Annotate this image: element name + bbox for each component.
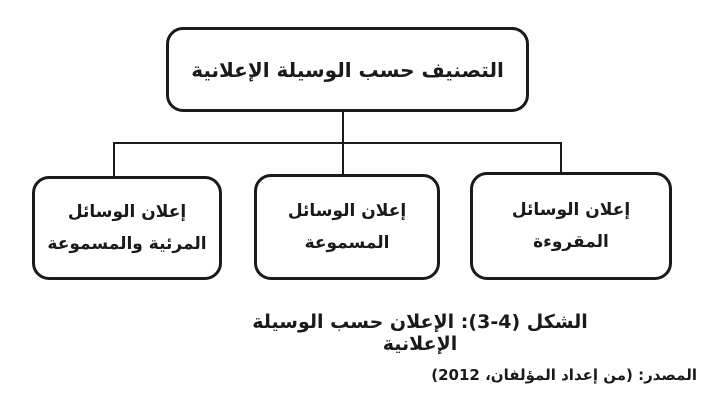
node-visual-audio-media: إعلان الوسائل المرئية والمسموعة [32, 176, 222, 280]
node-label-line1: إعلان الوسائل [67, 201, 187, 222]
node-label-line2: المرئية والمسموعة [47, 234, 207, 254]
connector-drop-left [113, 142, 115, 178]
source-note: المصدر: (من إعداد المؤلفان، 2012) [431, 366, 697, 384]
connector-drop-right [560, 142, 562, 174]
figure-caption: الشكل (4-3): الإعلان حسب الوسيلة الإعلان… [252, 311, 588, 355]
connector-horizontal-bar [113, 142, 562, 144]
node-label-line1: إعلان الوسائل [511, 199, 631, 220]
connector-stem [342, 110, 344, 144]
node-label-line2: المسموعة [304, 233, 390, 253]
node-print-media: إعلان الوسائل المقروءة [470, 172, 672, 280]
node-audio-media: إعلان الوسائل المسموعة [254, 174, 440, 280]
node-root-label: التصنيف حسب الوسيلة الإعلانية [191, 57, 504, 82]
node-classification-root: التصنيف حسب الوسيلة الإعلانية [166, 27, 529, 112]
node-label-line2: المقروءة [533, 232, 609, 252]
connector-drop-center [342, 142, 344, 176]
node-label-line1: إعلان الوسائل [287, 200, 407, 221]
